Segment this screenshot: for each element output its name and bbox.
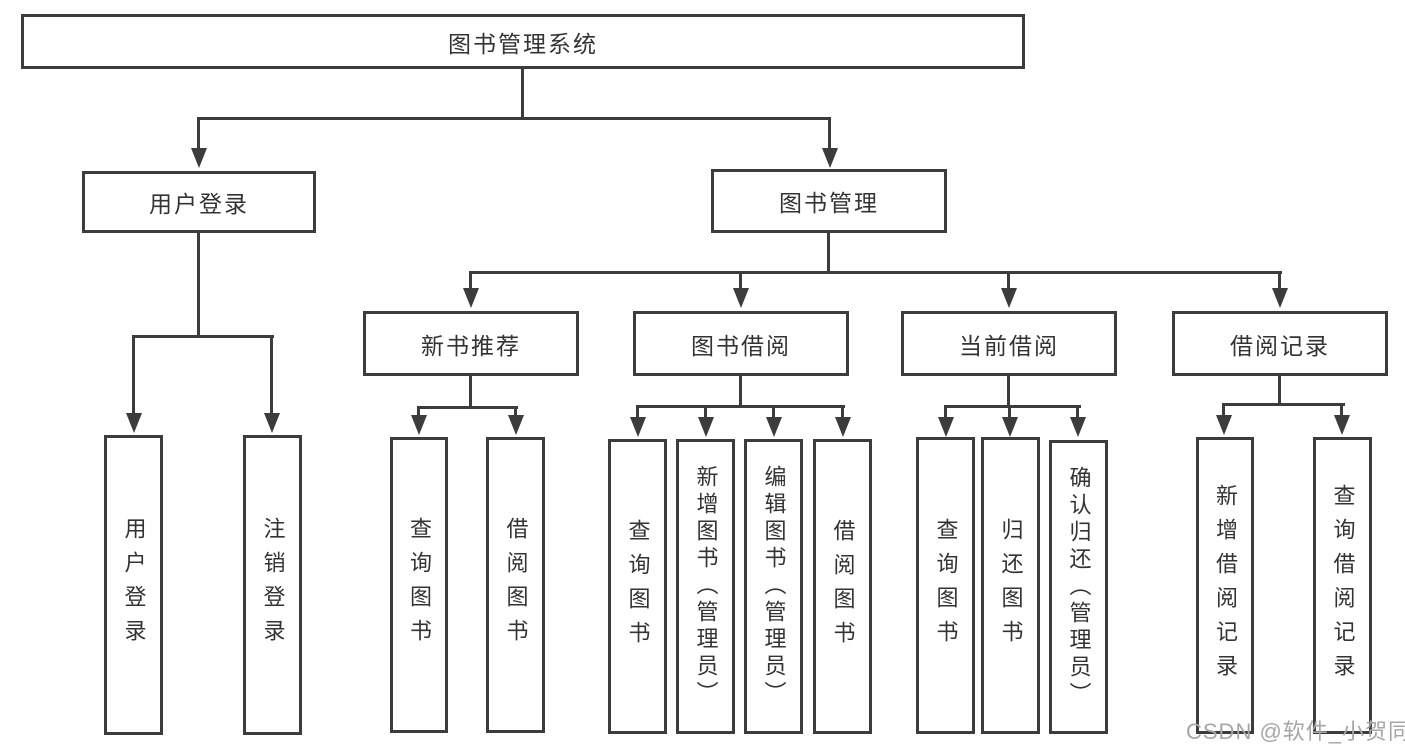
connector-line [197,117,831,120]
arrow-down-icon [835,417,851,437]
leaf-edit-book-admin-label: 编辑图书（管理员） [761,465,787,708]
leaf-return-book-label: 归还图书 [998,517,1024,654]
connector-line [704,405,707,419]
node-new-book-recommend: 新书推荐 [363,311,579,376]
node-current-borrow: 当前借阅 [901,311,1117,376]
arrow-down-icon [1272,288,1288,308]
leaf-borrow-book-2-label: 借阅图书 [830,518,856,655]
leaf-borrow-book-2: 借阅图书 [813,439,872,734]
arrow-down-icon [766,417,782,437]
leaf-add-borrow-record-label: 新增借阅记录 [1213,483,1238,688]
connector-line [132,335,274,338]
arrow-down-icon [411,415,427,435]
connector-line [739,271,742,290]
arrow-down-icon [698,417,714,437]
node-borrow-record-label: 借阅记录 [1230,332,1330,359]
arrow-down-icon [1002,417,1018,437]
leaf-logout: 注销登录 [243,435,302,735]
arrow-down-icon [733,288,749,308]
leaf-user-login: 用户登录 [104,435,163,735]
connector-line [636,405,639,419]
arrow-down-icon [938,417,954,437]
arrow-down-icon [264,413,280,433]
leaf-query-book-1-label: 查询图书 [407,517,432,653]
node-borrow-record: 借阅记录 [1172,311,1388,376]
leaf-confirm-return-admin: 确认归还（管理员） [1049,440,1108,734]
arrow-down-icon [822,148,838,168]
node-book-management: 图书管理 [711,169,947,233]
connector-line [828,117,831,150]
node-book-borrow-label: 图书借阅 [691,332,791,359]
node-book-borrow: 图书借阅 [633,311,849,376]
connector-line [944,405,1081,408]
leaf-query-borrow-record-label: 查询借阅记录 [1330,483,1356,688]
connector-line [1076,405,1079,419]
connector-line [521,69,524,117]
arrow-down-icon [1334,415,1350,435]
leaf-borrow-book-1: 借阅图书 [486,437,545,733]
leaf-query-book-2: 查询图书 [608,439,667,734]
leaf-query-borrow-record: 查询借阅记录 [1313,437,1372,734]
node-user-login-label: 用户登录 [149,191,249,217]
connector-line [197,233,200,335]
connector-line [469,271,1282,274]
arrow-down-icon [1070,417,1086,437]
connector-line [827,233,830,274]
leaf-add-book-admin-label: 新增图书（管理员） [693,465,719,708]
arrow-down-icon [630,417,646,437]
connector-line [1278,376,1281,406]
connector-line [132,335,135,415]
connector-line [1008,405,1011,419]
connector-line [944,405,947,419]
connector-line [417,406,420,417]
csdn-watermark: CSDN @软件_小贺同学 [1186,719,1405,744]
connector-line [197,117,200,150]
node-library-system-label: 图书管理系统 [448,30,598,57]
connector-line [1278,271,1281,290]
arrow-down-icon [463,288,479,308]
node-library-system: 图书管理系统 [21,14,1025,69]
connector-line [514,406,517,417]
node-new-book-recommend-label: 新书推荐 [421,332,521,359]
connector-line [636,405,845,408]
connector-line [772,405,775,419]
leaf-query-book-3-label: 查询图书 [933,517,959,654]
connector-line [1222,403,1345,406]
leaf-user-login-label: 用户登录 [121,517,147,653]
arrow-down-icon [508,415,524,435]
connector-line [417,406,518,409]
leaf-query-book-1: 查询图书 [390,437,448,733]
connector-line [1007,271,1010,290]
connector-line [841,405,844,419]
node-current-borrow-label: 当前借阅 [959,332,1059,359]
connector-line [469,271,472,290]
leaf-query-book-2-label: 查询图书 [625,518,651,655]
arrow-down-icon [191,148,207,168]
leaf-query-book-3: 查询图书 [916,437,975,734]
arrow-down-icon [126,413,142,433]
connector-line [1007,376,1010,407]
arrow-down-icon [1001,288,1017,308]
connector-line [739,376,742,407]
connector-line [270,335,273,415]
node-book-management-label: 图书管理 [779,190,879,216]
connector-line [1222,403,1225,417]
connector-line [469,376,472,408]
leaf-add-book-admin: 新增图书（管理员） [676,439,735,734]
leaf-return-book: 归还图书 [981,437,1040,734]
leaf-borrow-book-1-label: 借阅图书 [503,517,529,653]
leaf-logout-label: 注销登录 [260,517,286,653]
arrow-down-icon [1216,415,1232,435]
leaf-add-borrow-record: 新增借阅记录 [1196,437,1254,734]
leaf-confirm-return-admin-label: 确认归还（管理员） [1066,465,1092,709]
node-user-login: 用户登录 [82,171,316,233]
leaf-edit-book-admin: 编辑图书（管理员） [744,439,803,734]
connector-line [1340,403,1343,417]
